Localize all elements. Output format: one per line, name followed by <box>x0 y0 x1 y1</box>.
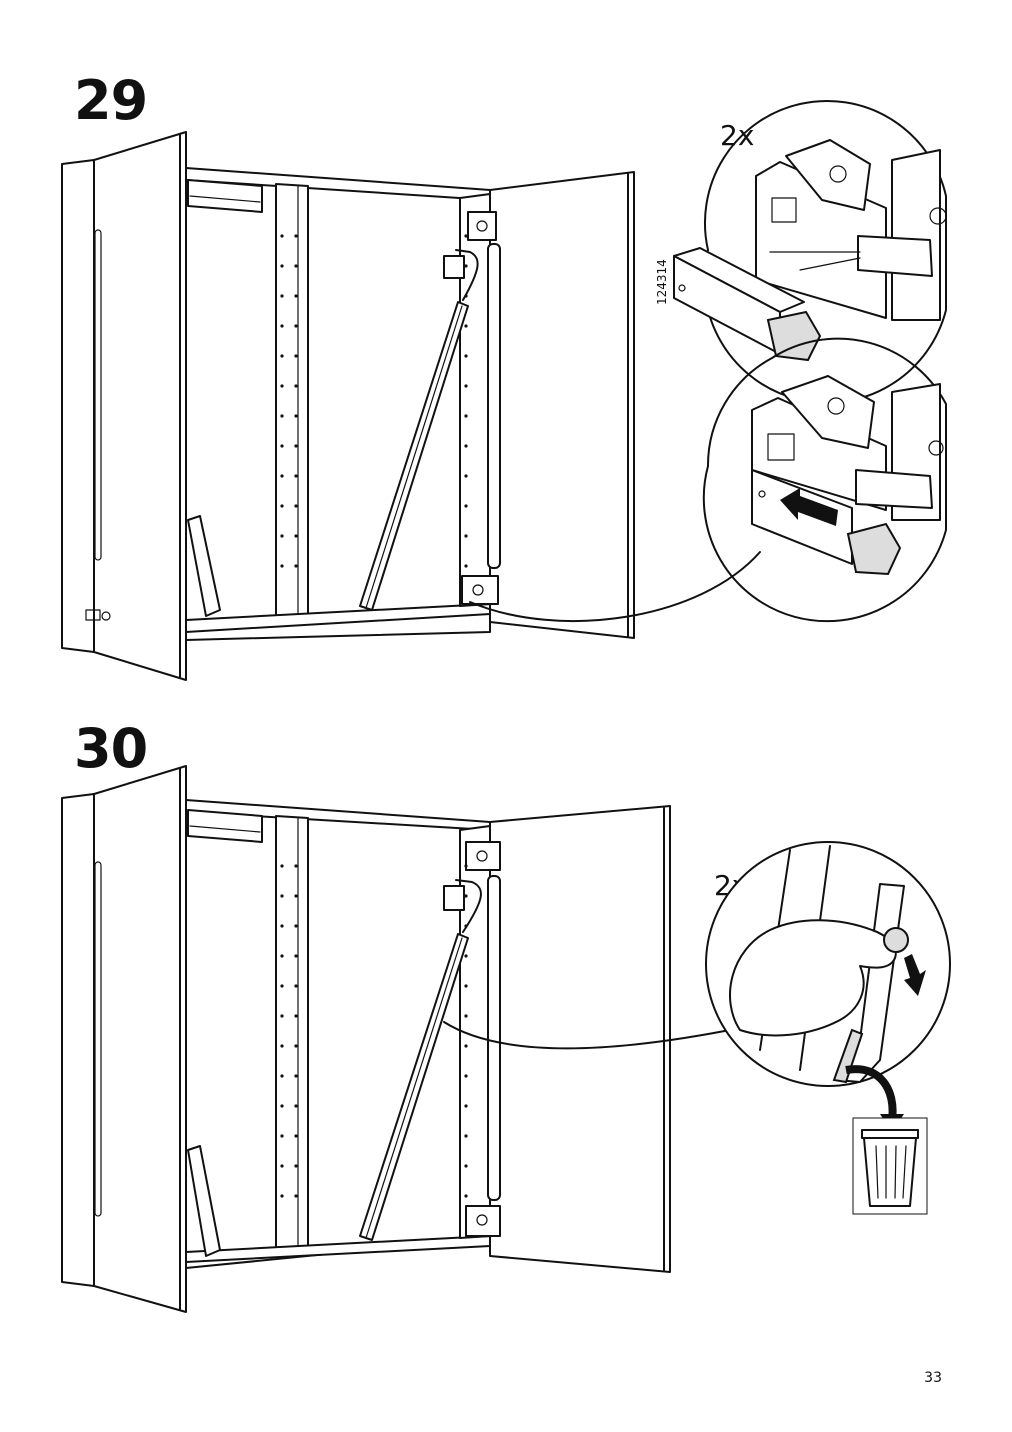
leader-line <box>443 1021 741 1050</box>
lock-mark-icon <box>85 609 111 621</box>
hole-dot <box>464 444 468 448</box>
shelf-holes <box>280 864 468 1198</box>
hole-dot <box>280 984 284 988</box>
hole-dot <box>464 504 468 508</box>
hole-dot <box>294 984 298 988</box>
hole-dot <box>280 444 284 448</box>
hole-dot <box>464 954 468 958</box>
hole-dot <box>280 384 284 388</box>
hole-dot <box>464 354 468 358</box>
hole-dot <box>294 864 298 868</box>
hinge-bottom-icon <box>461 575 499 605</box>
hole-dot <box>294 324 298 328</box>
hole-dot <box>464 324 468 328</box>
hole-dot <box>464 1104 468 1108</box>
hole-dot <box>280 414 284 418</box>
hole-dot <box>464 474 468 478</box>
hole-dot <box>464 384 468 388</box>
trash-bin-icon <box>852 1117 928 1215</box>
hole-dot <box>294 384 298 388</box>
hole-dot <box>294 894 298 898</box>
hole-dot <box>280 1134 284 1138</box>
hole-dot <box>464 1014 468 1018</box>
hole-dot <box>464 1164 468 1168</box>
hole-dot <box>280 534 284 538</box>
hole-dot <box>294 294 298 298</box>
hole-dot <box>280 504 284 508</box>
hole-dot <box>280 264 284 268</box>
hole-dot <box>464 894 468 898</box>
hole-dot <box>464 1134 468 1138</box>
step-29-quantity: 2x <box>720 119 755 152</box>
hole-dot <box>294 534 298 538</box>
hole-dot <box>464 534 468 538</box>
hinge-detail-icon <box>703 99 947 404</box>
hinge-top-icon <box>465 841 501 871</box>
hole-dot <box>280 324 284 328</box>
hinge-top-icon <box>467 211 497 241</box>
hole-dot <box>280 894 284 898</box>
hole-dot <box>280 294 284 298</box>
arrow-down-icon <box>904 954 926 996</box>
hinge-bottom-icon <box>465 1205 501 1237</box>
cabinet-illustration <box>61 131 635 681</box>
hole-dot <box>294 474 298 478</box>
hole-dot <box>294 1044 298 1048</box>
step-29-number: 29 <box>74 69 148 132</box>
hole-dot <box>294 504 298 508</box>
hole-dot <box>464 1074 468 1078</box>
hole-dot <box>464 984 468 988</box>
hole-dot <box>294 264 298 268</box>
hole-dot <box>464 264 468 268</box>
hole-dot <box>280 954 284 958</box>
hole-dot <box>294 414 298 418</box>
shelf-holes <box>280 234 468 568</box>
hole-dot <box>464 234 468 238</box>
hole-dot <box>280 924 284 928</box>
hole-dot <box>280 1044 284 1048</box>
page-number: 33 <box>924 1370 942 1386</box>
hole-dot <box>280 1074 284 1078</box>
hole-dot <box>464 864 468 868</box>
hole-dot <box>280 1164 284 1168</box>
hole-dot <box>294 234 298 238</box>
push-detail-icon <box>702 337 947 623</box>
hole-dot <box>294 924 298 928</box>
hole-dot <box>280 234 284 238</box>
hole-dot <box>464 1194 468 1198</box>
hole-dot <box>294 954 298 958</box>
hole-dot <box>294 444 298 448</box>
hole-dot <box>280 864 284 868</box>
hole-dot <box>294 1194 298 1198</box>
hole-dot <box>464 294 468 298</box>
step-30-number: 30 <box>74 717 148 780</box>
hole-dot <box>280 1104 284 1108</box>
hole-dot <box>280 474 284 478</box>
hole-dot <box>464 564 468 568</box>
hole-dot <box>280 564 284 568</box>
hole-dot <box>280 354 284 358</box>
hole-dot <box>294 1104 298 1108</box>
hole-dot <box>280 1194 284 1198</box>
hole-dot <box>294 1074 298 1078</box>
hole-dot <box>464 414 468 418</box>
hole-dot <box>280 1014 284 1018</box>
hole-dot <box>464 924 468 928</box>
hole-dot <box>294 354 298 358</box>
cabinet-illustration <box>61 765 671 1313</box>
hole-dot <box>294 1164 298 1168</box>
hole-dot <box>294 1134 298 1138</box>
peel-film-hand-icon <box>705 841 951 1087</box>
hole-dot <box>294 564 298 568</box>
arrow-left-icon <box>780 488 838 526</box>
hole-dot <box>464 1044 468 1048</box>
hole-dot <box>294 1014 298 1018</box>
